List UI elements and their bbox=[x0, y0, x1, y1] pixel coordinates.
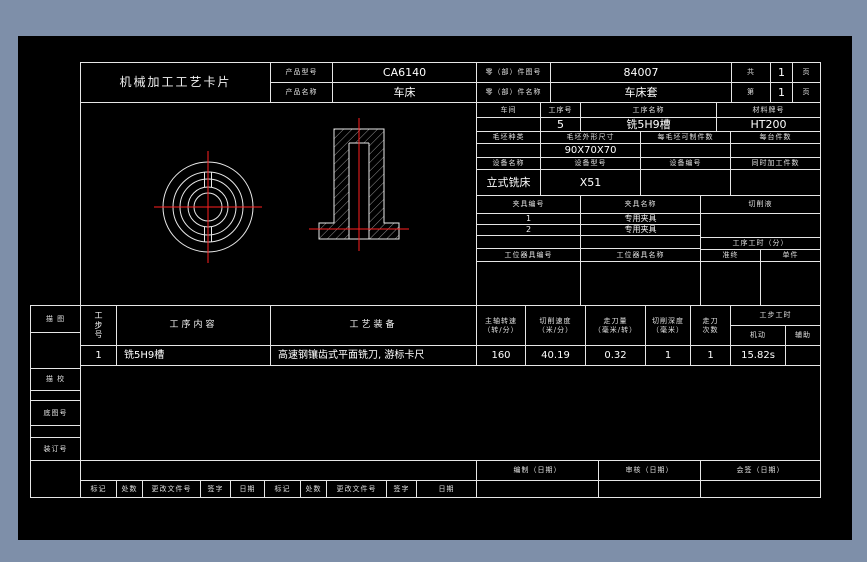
page-no-suffix: 页 bbox=[792, 82, 821, 103]
op-no-label: 工序号 bbox=[540, 102, 581, 118]
step-no-header: 工 步 号 bbox=[80, 305, 117, 346]
tracing-cell: 描 图 bbox=[30, 305, 81, 333]
tooling-name-value bbox=[580, 261, 701, 306]
margin-bottom-cell bbox=[30, 460, 81, 498]
coolant-value bbox=[700, 213, 821, 238]
workshop-label: 车间 bbox=[476, 102, 541, 118]
part-name-label: 零（部）件名称 bbox=[476, 82, 551, 103]
pass-count-header: 走刀 次数 bbox=[690, 305, 731, 346]
step-row-equipment: 高速钢镶齿式平面铣刀, 游标卡尺 bbox=[270, 345, 477, 366]
tooling-no-value bbox=[476, 261, 581, 306]
cutting-speed-header: 切削速度 （米/分） bbox=[525, 305, 586, 346]
tooling-no-label: 工位器具编号 bbox=[476, 248, 581, 262]
front-view-centerlines bbox=[154, 151, 262, 263]
prepared-sign-cell bbox=[476, 480, 599, 498]
step-row-speed: 40.19 bbox=[525, 345, 586, 366]
sign-label-2: 签字 bbox=[386, 480, 417, 498]
piece-time-value bbox=[760, 261, 821, 306]
fixture-no-empty bbox=[476, 235, 581, 249]
fixture-name-label: 夹具名称 bbox=[580, 195, 701, 214]
per-blank-count-value bbox=[640, 143, 731, 158]
count-label-2: 处数 bbox=[300, 480, 327, 498]
binding-no-cell: 装订号 bbox=[30, 437, 81, 461]
step-row-machine-time: 15.82s bbox=[730, 345, 786, 366]
tracing-sign-cell bbox=[30, 332, 81, 369]
change-doc-label-1: 更改文件号 bbox=[142, 480, 201, 498]
audited-label: 审核（日期） bbox=[598, 460, 701, 481]
footer-left-empty bbox=[80, 460, 477, 481]
mark-label-1: 标记 bbox=[80, 480, 117, 498]
section-view-centerlines bbox=[309, 118, 409, 251]
equip-name-value: 立式铣床 bbox=[476, 169, 541, 196]
prep-time-value bbox=[700, 261, 761, 306]
part-drawing-cell bbox=[80, 102, 477, 306]
feed-rate-header: 走刀量 （毫米/转） bbox=[585, 305, 646, 346]
base-drawing-no-cell: 底图号 bbox=[30, 400, 81, 426]
product-model-label: 产品型号 bbox=[270, 62, 333, 83]
prepared-label: 编制（日期） bbox=[476, 460, 599, 481]
count-label-1: 处数 bbox=[116, 480, 143, 498]
audited-sign-cell bbox=[598, 480, 701, 498]
mark-label-2: 标记 bbox=[264, 480, 301, 498]
step-content-header: 工序内容 bbox=[116, 305, 271, 346]
blank-type-value bbox=[476, 143, 541, 158]
blank-size-value: 90X70X70 bbox=[540, 143, 641, 158]
page-no-value: 1 bbox=[770, 82, 793, 103]
date-label-2: 日期 bbox=[416, 480, 477, 498]
step-time-header: 工步工时 bbox=[730, 305, 821, 326]
step-row-passes: 1 bbox=[690, 345, 731, 366]
simultaneous-count-value bbox=[730, 169, 821, 196]
part-name-value: 车床套 bbox=[550, 82, 732, 103]
fixture-no-label: 夹具编号 bbox=[476, 195, 581, 214]
aux-time-header: 辅助 bbox=[785, 325, 821, 346]
part-no-label: 零（部）件图号 bbox=[476, 62, 551, 83]
equip-no-value bbox=[640, 169, 731, 196]
step-row-feed: 0.32 bbox=[585, 345, 646, 366]
product-model-value: CA6140 bbox=[332, 62, 477, 83]
product-name-value: 车床 bbox=[332, 82, 477, 103]
section-outline bbox=[318, 128, 400, 240]
sign-label-1: 签字 bbox=[200, 480, 231, 498]
countersigned-sign-cell bbox=[700, 480, 821, 498]
drawing-sheet-background bbox=[18, 36, 852, 540]
step-row-spindle: 160 bbox=[476, 345, 526, 366]
workshop-value bbox=[476, 117, 541, 132]
steps-empty-area bbox=[80, 365, 821, 461]
fixture-name-empty bbox=[580, 235, 701, 249]
part-drawing bbox=[154, 118, 409, 263]
tooling-name-label: 工位器具名称 bbox=[580, 248, 701, 262]
total-pages-suffix: 页 bbox=[792, 62, 821, 83]
product-name-label: 产品名称 bbox=[270, 82, 333, 103]
material-value: HT200 bbox=[716, 117, 821, 132]
total-pages-prefix: 共 bbox=[731, 62, 771, 83]
op-name-value: 铣5H9槽 bbox=[580, 117, 717, 132]
countersigned-label: 会签（日期） bbox=[700, 460, 821, 481]
total-pages-value: 1 bbox=[770, 62, 793, 83]
cut-depth-header: 切削深度 （毫米） bbox=[645, 305, 691, 346]
spindle-speed-header: 主轴转速 （转/分） bbox=[476, 305, 526, 346]
change-doc-label-2: 更改文件号 bbox=[326, 480, 387, 498]
tracing-check-cell: 描 校 bbox=[30, 368, 81, 391]
equipment-header: 工艺装备 bbox=[270, 305, 477, 346]
step-row-no: 1 bbox=[80, 345, 117, 366]
part-no-value: 84007 bbox=[550, 62, 732, 83]
keyway-slot-lines bbox=[204, 172, 212, 242]
op-name-label: 工序名称 bbox=[580, 102, 717, 118]
equip-model-value: X51 bbox=[540, 169, 641, 196]
material-label: 材料牌号 bbox=[716, 102, 821, 118]
page-no-prefix: 第 bbox=[731, 82, 771, 103]
op-no-value: 5 bbox=[540, 117, 581, 132]
date-label-1: 日期 bbox=[230, 480, 265, 498]
card-title: 机械加工工艺卡片 bbox=[80, 62, 271, 103]
step-row-aux-time bbox=[785, 345, 821, 366]
step-row-content: 铣5H9槽 bbox=[116, 345, 271, 366]
coolant-label: 切削液 bbox=[700, 195, 821, 214]
machine-time-header: 机动 bbox=[730, 325, 786, 346]
per-machine-count-value bbox=[730, 143, 821, 158]
step-row-depth: 1 bbox=[645, 345, 691, 366]
